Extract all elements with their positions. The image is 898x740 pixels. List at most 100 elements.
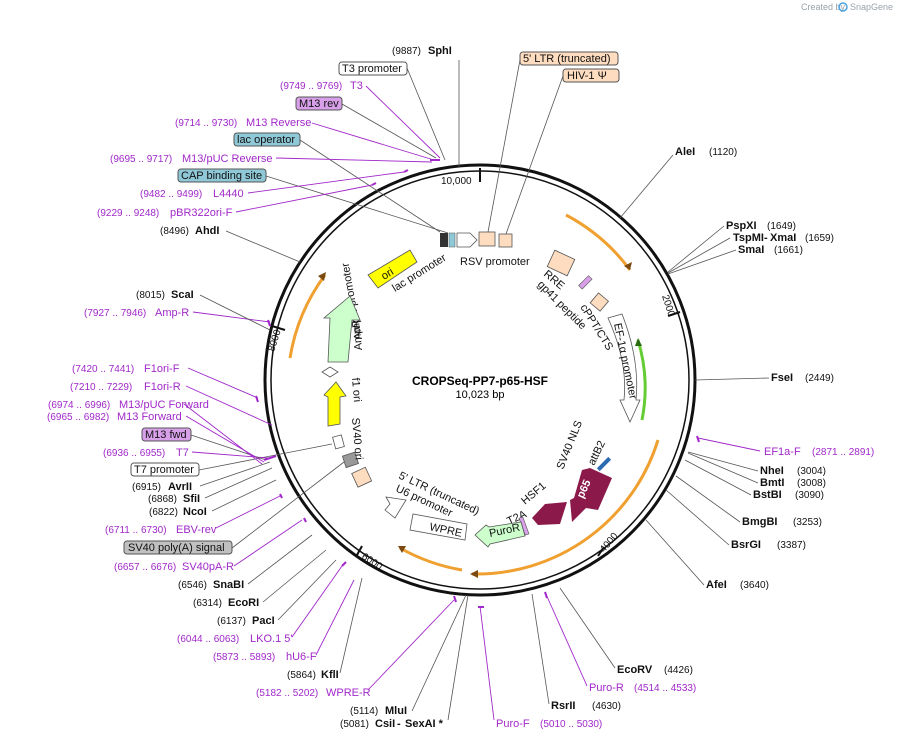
- lac-operator-label: lac operator: [237, 134, 295, 146]
- leader-line: [667, 249, 737, 275]
- site-smai[interactable]: SmaI: [738, 244, 764, 256]
- primer-leader: [187, 367, 259, 399]
- site-sfii[interactable]: SfiI: [183, 493, 200, 505]
- site-kfli[interactable]: KflI: [321, 669, 339, 681]
- site-pspxi[interactable]: PspXI: [726, 220, 757, 232]
- site-sexai[interactable]: SexAI *: [405, 718, 444, 730]
- primer-t7[interactable]: T7: [176, 447, 189, 459]
- primer-pbr322ori-f[interactable]: pBR322ori-F: [170, 207, 233, 219]
- site-avrii[interactable]: AvrII: [168, 481, 192, 493]
- site-ecori[interactable]: EcoRI: [228, 597, 259, 609]
- site-fsei[interactable]: FseI: [771, 372, 793, 384]
- primer-f1ori-r[interactable]: F1ori-R: [144, 381, 181, 393]
- orf-arc: [565, 213, 632, 271]
- site-bsrgi[interactable]: BsrGI: [731, 539, 761, 551]
- primer-t3[interactable]: T3: [350, 80, 363, 92]
- site-scai[interactable]: ScaI: [171, 289, 194, 301]
- orf-arrow-icon: [624, 262, 632, 270]
- primer-ef1a-f[interactable]: EF1a-F: [764, 446, 801, 458]
- primer-hu6-f[interactable]: hU6-F: [286, 651, 317, 663]
- leader-line: [265, 175, 449, 234]
- orf-arrow-icon: [470, 570, 478, 578]
- site-ahdi[interactable]: AhdI: [195, 225, 219, 237]
- m13-fwd-label: M13 fwd: [145, 429, 187, 441]
- primer-m13-reverse[interactable]: M13 Reverse: [246, 117, 311, 129]
- gp41-feature: [578, 275, 593, 290]
- primer-pos-sv40pa: (6657 .. 6676): [114, 562, 176, 573]
- primer-m13-puc-reverse[interactable]: M13/pUC Reverse: [182, 153, 272, 165]
- primer-leader: [247, 171, 405, 194]
- leader-line: [684, 459, 752, 496]
- leader-line: [687, 452, 759, 484]
- primer-leader: [233, 519, 303, 567]
- tick-mark: [597, 546, 605, 557]
- site-nhei[interactable]: NheI: [760, 465, 784, 477]
- tick-mark: [667, 311, 681, 317]
- site-ncoi[interactable]: NcoI: [183, 506, 207, 518]
- primer-leader: [697, 437, 761, 452]
- site-mlui[interactable]: MluI: [385, 705, 407, 717]
- lac-operator-box[interactable]: [233, 132, 301, 147]
- site-alei[interactable]: AleI: [675, 146, 695, 158]
- brand-prefix: Created by: [801, 2, 846, 12]
- primer-puro-f[interactable]: Puro-F: [496, 718, 530, 730]
- site-bstbi[interactable]: BstBI: [753, 489, 782, 501]
- lac-promoter-arrow: [456, 232, 478, 248]
- primer-sv40pa-r[interactable]: SV40pA-R: [182, 561, 234, 573]
- primer-m13-forward[interactable]: M13 Forward: [117, 411, 182, 423]
- site-xmai[interactable]: XmaI: [770, 232, 796, 244]
- site-pos-ahdi: (8496): [160, 226, 189, 237]
- primer-f1ori-f[interactable]: F1ori-F: [144, 363, 180, 375]
- site-sphi[interactable]: SphI: [428, 45, 452, 57]
- rsv-promoter-label: RSV promoter: [460, 256, 530, 268]
- site-csii[interactable]: CsiI: [375, 718, 395, 730]
- plasmid-size: 10,023 bp: [456, 389, 505, 401]
- leader-line: [665, 489, 730, 546]
- lac-operator-feature: [440, 233, 448, 247]
- cap-binding-site-box[interactable]: [177, 168, 267, 183]
- site-rsrii[interactable]: RsrII: [551, 700, 575, 712]
- site-bmgbi[interactable]: BmgBI: [742, 516, 777, 528]
- site-tspmi[interactable]: TspMI: [733, 232, 764, 244]
- t7-promoter-label: T7 promoter: [134, 464, 194, 476]
- primer-m13-puc-forward[interactable]: M13/pUC Forward: [119, 399, 209, 411]
- site-ecorv[interactable]: EcoRV: [617, 664, 653, 676]
- site-pos-sphi: (9887): [392, 46, 421, 57]
- site-pos-ecorv: (4426): [664, 665, 693, 676]
- snapgene-logo-icon: [838, 2, 848, 12]
- site-pos-smai: (1661): [774, 245, 803, 256]
- site-pos-bmti: (3008): [797, 478, 826, 489]
- leader-line: [447, 594, 469, 721]
- primer-l4440[interactable]: L4440: [213, 188, 244, 200]
- primer-pos-t7: (6936 .. 6955): [103, 448, 165, 459]
- site-snabi[interactable]: SnaBI: [213, 579, 244, 591]
- site-bmti[interactable]: BmtI: [760, 477, 784, 489]
- site-pos-bmgbi: (3253): [793, 517, 822, 528]
- primer-amp-r[interactable]: Amp-R: [155, 307, 189, 319]
- primer-leader: [367, 599, 455, 691]
- primer-ebv-rev[interactable]: EBV-rev: [176, 524, 217, 536]
- primer-pos-m13puc: (9695 .. 9717): [110, 154, 172, 165]
- orf-arrow-icon: [398, 546, 406, 553]
- hiv-psi-box[interactable]: [562, 68, 620, 83]
- primer-pos-f1orif: (7420 .. 7441): [72, 364, 134, 375]
- ltr5-box[interactable]: [519, 51, 619, 66]
- primer-leader: [235, 184, 373, 213]
- m13-rev-box[interactable]: [295, 96, 343, 111]
- ltr5-feature: [478, 231, 496, 247]
- site-pos-xmai: (1659): [805, 233, 834, 244]
- site-afei[interactable]: AfeI: [706, 579, 727, 591]
- primer-leader: [544, 591, 588, 687]
- primer-puro-r[interactable]: Puro-R: [589, 682, 624, 694]
- separator: -: [764, 232, 768, 244]
- leader-line: [406, 67, 446, 161]
- primer-wpre-r[interactable]: WPRE-R: [326, 687, 371, 699]
- site-paci[interactable]: PacI: [252, 615, 275, 627]
- leader-line: [487, 59, 521, 233]
- t7-promoter-box[interactable]: [130, 462, 200, 477]
- hsf1-feature: [532, 502, 567, 525]
- attb2-feature: [596, 456, 612, 472]
- m13-fwd-box[interactable]: [141, 427, 192, 442]
- primer-site-marks: [255, 159, 700, 608]
- primer-lko1-5[interactable]: LKO.1 5': [250, 633, 292, 645]
